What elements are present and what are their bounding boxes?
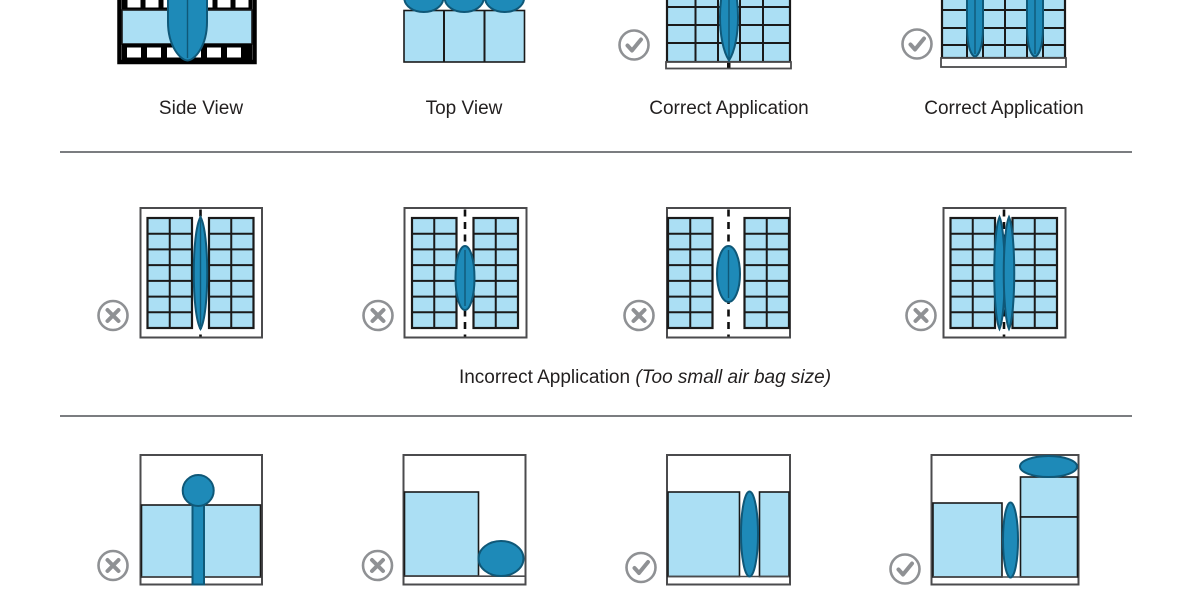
panel-correct-gap-fill <box>624 454 791 586</box>
cross-icon <box>622 299 656 332</box>
cargo-stack <box>207 216 255 330</box>
floor-strip <box>940 57 1067 68</box>
cargo-block <box>203 504 262 578</box>
panel-incorrect-short-bag <box>361 207 528 339</box>
cross-icon <box>96 299 130 332</box>
airbag-shape <box>403 0 445 13</box>
panel-top-view <box>403 0 526 63</box>
cargo-block <box>758 491 790 578</box>
panel-incorrect-bag-in-void <box>361 454 527 586</box>
panel-incorrect-balloon-above <box>96 454 263 586</box>
check-icon <box>888 552 922 586</box>
airbag-balloon <box>181 474 215 507</box>
cross-icon <box>361 299 395 332</box>
cargo-stack <box>410 216 458 330</box>
caption-text: Incorrect Application <box>458 367 636 388</box>
cargo-stack <box>1011 216 1059 330</box>
panel-correct-vertical-horizontal <box>888 454 1080 586</box>
label-correct-application-1: Correct Application <box>649 98 809 119</box>
airbag-shape <box>477 540 525 577</box>
airbag-shape <box>1002 214 1016 332</box>
cargo-block <box>932 502 1003 578</box>
cargo-stack <box>666 216 714 330</box>
cargo-row <box>403 9 526 63</box>
panel-incorrect-double-bag <box>904 207 1067 339</box>
airbag-shape-horizontal <box>1019 455 1078 478</box>
cargo-block <box>667 491 741 578</box>
cargo-block <box>403 491 480 577</box>
incorrect-caption: Incorrect Application (Too small air bag… <box>459 367 831 389</box>
center-tick <box>727 62 731 68</box>
check-icon <box>900 27 934 61</box>
airbag-stem <box>191 497 205 586</box>
cargo-stack <box>949 216 997 330</box>
airbag-shape-vertical <box>1002 501 1019 579</box>
airbag-shape <box>740 490 759 578</box>
cargo-block <box>1019 476 1079 518</box>
airbag-shape <box>443 0 485 13</box>
panel-correct-application-1 <box>617 0 792 70</box>
cargo-block <box>140 504 194 578</box>
cargo-stack <box>472 216 520 330</box>
airbag-shape <box>484 0 525 13</box>
check-icon <box>617 28 651 62</box>
label-top-view: Top View <box>425 98 503 119</box>
panel-incorrect-thin-bag <box>96 207 263 339</box>
label-correct-application-2: Correct Application <box>924 98 1084 119</box>
cross-icon <box>904 299 938 332</box>
cargo-block <box>1019 516 1079 578</box>
panel-side-view <box>117 0 257 65</box>
label-side-view: Side View <box>158 98 244 119</box>
caption-italic-text: (Too small air bag size) <box>635 367 832 388</box>
cargo-stack <box>743 216 791 330</box>
panel-correct-application-2 <box>900 0 1067 68</box>
cross-icon <box>361 549 394 582</box>
check-icon <box>624 551 658 584</box>
panel-incorrect-round-bag <box>622 207 791 339</box>
cross-icon <box>96 549 130 582</box>
cargo-stack <box>146 216 194 330</box>
